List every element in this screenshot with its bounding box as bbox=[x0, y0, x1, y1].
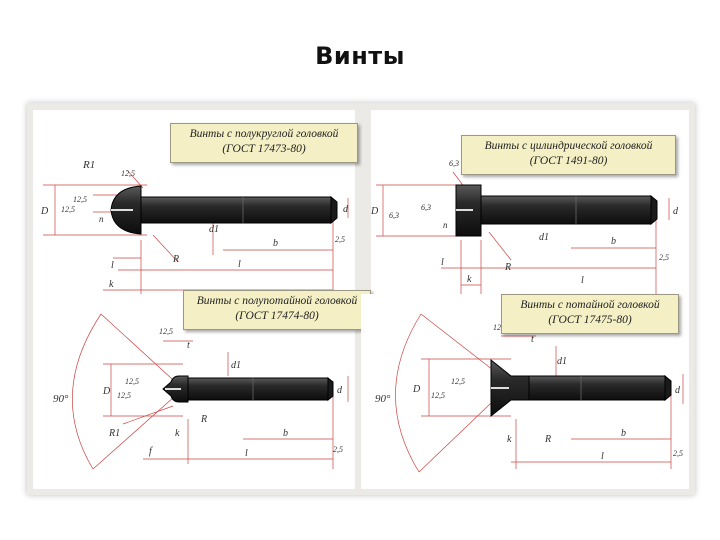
dim-roughness-c: 12,5 bbox=[117, 391, 131, 400]
panel-cylindrical-head: 6,3 D 6,3 6,3 n d1 b d R 2,5 l k l Винты… bbox=[370, 110, 689, 294]
dim-length: l bbox=[245, 448, 248, 459]
dim-t: t bbox=[187, 340, 190, 351]
cylindrical-head-screw-drawing: 6,3 D 6,3 6,3 n d1 b d R 2,5 l k l bbox=[370, 159, 679, 294]
countersunk-screw-drawing: 90° 12,5 t D 12,5 12,5 d1 d k R b 2,5 l bbox=[375, 313, 684, 473]
dim-slot-width: n bbox=[443, 220, 448, 230]
dim-length: l bbox=[601, 451, 604, 462]
dim-k: k bbox=[467, 274, 472, 285]
dim-r1: R1 bbox=[82, 159, 95, 171]
dim-thread-diameter: d1 bbox=[539, 232, 549, 243]
dim-roughness-a: 12,5 bbox=[121, 169, 135, 178]
panel-round-head: R1 12,5 D 12,5 12,5 n d1 b d R 2,5 l l k… bbox=[33, 110, 358, 294]
dim-thread-diameter: d1 bbox=[557, 356, 567, 367]
dim-angle: 90° bbox=[53, 393, 69, 405]
dim-head-diameter: D bbox=[102, 386, 111, 397]
panel-semi-countersunk-head: 90° 12,5 t D 12,5 12,5 d1 d R R1 k b 2,5… bbox=[33, 290, 371, 489]
semi-countersunk-screw-drawing: 90° 12,5 t D 12,5 12,5 d1 d R R1 k b 2,5… bbox=[53, 313, 349, 470]
slide-title: Винты bbox=[315, 42, 405, 70]
dim-roughness-c: 6,3 bbox=[389, 211, 399, 220]
dim-chamfer: 2,5 bbox=[659, 253, 669, 262]
dim-roughness-b: 12,5 bbox=[125, 377, 139, 386]
dim-length: l bbox=[581, 275, 584, 286]
dim-radius: R bbox=[200, 414, 207, 425]
dim-diameter: d bbox=[675, 385, 681, 396]
dim-length: l bbox=[238, 259, 241, 270]
dim-k: k bbox=[175, 428, 180, 439]
dim-roughness-a: 6,3 bbox=[449, 159, 459, 168]
panel-countersunk-head: 90° 12,5 t D 12,5 12,5 d1 d k R b 2,5 l … bbox=[361, 294, 689, 489]
dim-thread-diameter: d1 bbox=[231, 360, 241, 371]
dim-roughness-a: 12,5 bbox=[159, 327, 173, 336]
dim-t: t bbox=[531, 334, 534, 345]
dim-thread-diameter: d1 bbox=[209, 224, 219, 235]
round-head-screw-drawing: R1 12,5 D 12,5 12,5 n d1 b d R 2,5 l l k bbox=[40, 159, 349, 294]
dim-roughness-b: 12,5 bbox=[73, 195, 87, 204]
dim-roughness-c: 12,5 bbox=[61, 205, 75, 214]
dim-head-diameter: D bbox=[371, 206, 379, 217]
dim-radius: R bbox=[504, 262, 511, 273]
dim-head-diameter: D bbox=[40, 206, 49, 217]
drawing-frame: R1 12,5 D 12,5 12,5 n d1 b d R 2,5 l l k… bbox=[27, 103, 695, 495]
dim-head-height: l bbox=[111, 260, 114, 271]
dim-diameter: d bbox=[337, 385, 343, 396]
dim-diameter: d bbox=[343, 204, 349, 215]
dim-thread-length: b bbox=[621, 428, 626, 439]
dim-angle: 90° bbox=[375, 393, 391, 405]
dim-roughness-b: 6,3 bbox=[421, 203, 431, 212]
dim-head-diameter: D bbox=[412, 384, 421, 395]
dim-head-height: l bbox=[441, 257, 444, 268]
dim-diameter: d bbox=[673, 206, 679, 217]
dim-radius: R bbox=[172, 254, 179, 265]
dim-roughness-b: 12,5 bbox=[451, 377, 465, 386]
dim-thread-length: b bbox=[611, 236, 616, 247]
dim-chamfer: 2,5 bbox=[333, 445, 343, 454]
dim-thread-length: b bbox=[273, 238, 278, 249]
dim-thread-length: b bbox=[283, 428, 288, 439]
dim-radius: R bbox=[544, 434, 551, 445]
caption-round-head: Винты с полукруглой головкой (ГОСТ 17473… bbox=[170, 123, 358, 163]
dim-slot-width: n bbox=[99, 214, 104, 224]
dim-r1: R1 bbox=[108, 428, 120, 439]
dim-k: k bbox=[507, 434, 512, 445]
caption-cylindrical-head: Винты с цилиндрической головкой (ГОСТ 14… bbox=[461, 135, 676, 175]
dim-f: f bbox=[149, 446, 153, 457]
dim-chamfer: 2,5 bbox=[673, 449, 683, 458]
caption-semi-countersunk-head: Винты с полупотайной головкой (ГОСТ 1747… bbox=[183, 290, 371, 330]
dim-roughness-c: 12,5 bbox=[431, 391, 445, 400]
dim-chamfer: 2,5 bbox=[335, 235, 345, 244]
dim-roughness-a: 12,5 bbox=[493, 323, 507, 332]
dim-k: k bbox=[109, 279, 114, 290]
caption-countersunk-head: Винты с потайной головкой (ГОСТ 17475-80… bbox=[501, 294, 679, 334]
